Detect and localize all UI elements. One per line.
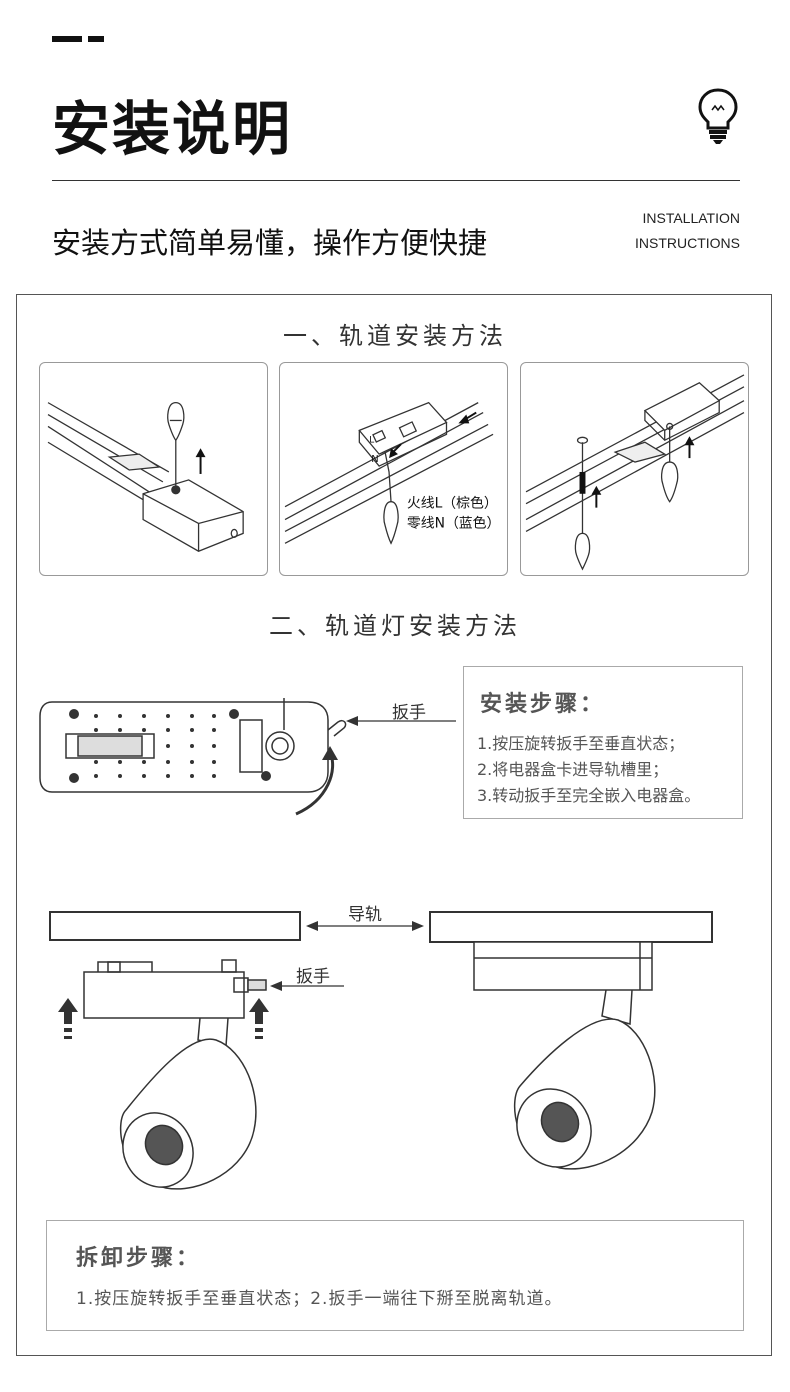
rail-label: 导轨 (348, 905, 382, 925)
install-step-2: 2.将电器盒卡进导轨槽里； (477, 760, 669, 779)
english-caption-line2: INSTRUCTIONS (635, 235, 740, 251)
install-step-1: 1.按压旋转扳手至垂直状态； (477, 734, 685, 753)
install-steps-box (463, 666, 743, 819)
section2-title: 二、轨道灯安装方法 (269, 612, 521, 640)
install-step-3: 3.转动扳手至完全嵌入电器盒。 (477, 786, 701, 805)
page-subtitle: 安装方式简单易懂，操作方便快捷 (52, 226, 488, 260)
wire-neutral-label: 零线N（蓝色） (407, 514, 501, 531)
wrench-label-2: 扳手 (296, 967, 330, 987)
removal-steps-text: 1.按压旋转扳手至垂直状态；2.扳手一端往下掰至脱离轨道。 (76, 1289, 563, 1309)
page-title: 安装说明 (52, 95, 293, 163)
header-divider (52, 180, 740, 181)
svg-text:L: L (369, 435, 374, 445)
rail-endcap-illustration (47, 401, 244, 552)
track-light-mounting-illustration (49, 911, 713, 1190)
header-accent-bar-short (88, 36, 104, 42)
section1-title: 一、轨道安装方法 (283, 322, 507, 350)
lightbulb-icon (698, 88, 738, 144)
english-caption-line1: INSTALLATION (642, 210, 740, 226)
removal-steps-title: 拆卸步骤： (76, 1246, 202, 1271)
wrench-pointer-arrow (346, 716, 456, 726)
install-steps-title: 安装步骤： (480, 692, 606, 717)
rail-step1-panel (39, 362, 268, 576)
rail-close-illustration (525, 374, 745, 571)
removal-steps-box (46, 1220, 744, 1331)
wrench-label: 扳手 (392, 703, 426, 723)
connector-box-topview-illustration (39, 698, 347, 816)
instructions-frame (16, 294, 772, 1356)
svg-text:N: N (371, 454, 378, 465)
rail-step3-panel (520, 362, 749, 576)
header-accent-bar (52, 36, 82, 42)
rail-step2-panel: N L 火线L（棕色） 零线N（蓝色） (279, 362, 508, 576)
english-caption: INSTALLATION INSTRUCTIONS (635, 206, 740, 256)
wire-live-label: 火线L（棕色） (407, 495, 498, 512)
rail-wiring-illustration: N L 火线L（棕色） 零线N（蓝色） (284, 401, 501, 545)
